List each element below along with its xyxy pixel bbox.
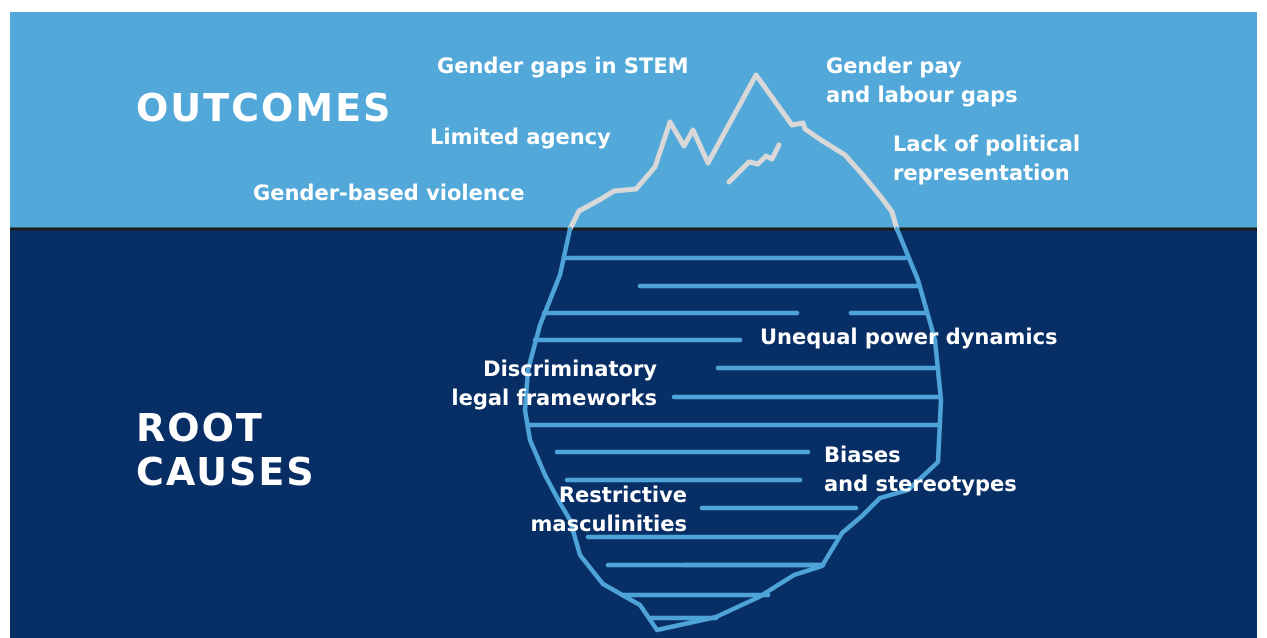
label-stem-gaps: Gender gaps in STEM — [437, 54, 689, 78]
label-biases-line1: Biases — [824, 443, 901, 467]
label-restrictive-masculinities: Restrictive masculinities — [511, 481, 687, 539]
iceberg-tip — [567, 72, 900, 232]
iceberg-underwater — [522, 226, 944, 633]
iceberg-strata-lines — [526, 255, 943, 621]
label-pay-line2: and labour gaps — [826, 83, 1018, 107]
iceberg-tip-outline — [567, 72, 900, 232]
label-masc-line1: Restrictive — [558, 483, 687, 507]
outcomes-heading: OUTCOMES — [136, 86, 393, 130]
label-biases-stereotypes: Biases and stereotypes — [824, 441, 1017, 499]
label-legal-line2: legal frameworks — [451, 386, 657, 410]
outcomes-band — [10, 12, 1257, 229]
root-causes-heading-line1: ROOT — [136, 406, 264, 450]
label-limited-agency: Limited agency — [430, 125, 611, 149]
root-causes-heading-line2: CAUSES — [136, 450, 316, 494]
iceberg-tip-crevice — [726, 142, 782, 185]
root-causes-band — [10, 229, 1257, 638]
label-discriminatory-legal: Discriminatory legal frameworks — [443, 355, 657, 413]
label-pay-labour-gaps: Gender pay and labour gaps — [826, 52, 1018, 110]
label-masc-line2: masculinities — [530, 512, 687, 536]
label-political-line1: Lack of political — [893, 132, 1081, 156]
label-gender-based-violence: Gender-based violence — [253, 181, 525, 205]
label-political-representation: Lack of political representation — [893, 130, 1080, 188]
label-political-line2: representation — [893, 161, 1070, 185]
label-legal-line1: Discriminatory — [483, 357, 657, 381]
iceberg-underwater-outline — [522, 226, 944, 633]
label-pay-line1: Gender pay — [826, 54, 962, 78]
label-biases-line2: and stereotypes — [824, 472, 1017, 496]
root-causes-heading: ROOT CAUSES — [136, 406, 316, 494]
label-unequal-power: Unequal power dynamics — [760, 325, 1058, 349]
